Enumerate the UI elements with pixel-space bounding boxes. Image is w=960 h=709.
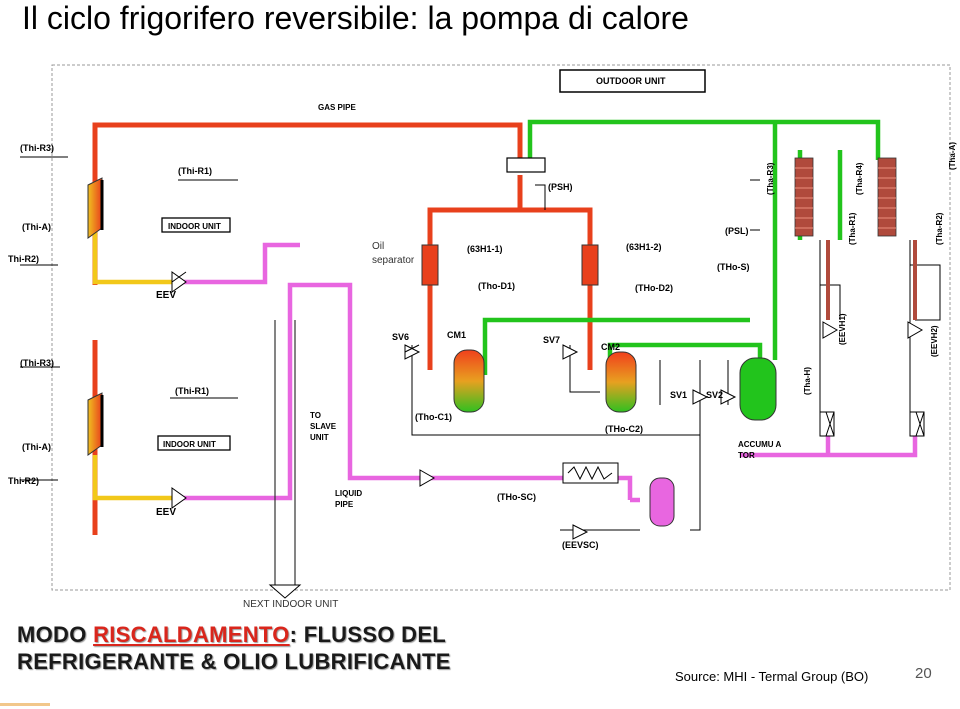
eev-valve-1-icon <box>171 271 187 293</box>
label-thi-r1-2: (Thi-R1) <box>175 386 209 396</box>
label-oil: Oil <box>372 241 384 252</box>
label-tho-c1: (Tho-C1) <box>415 412 452 422</box>
label-eevh2: (EEVH2) <box>930 325 939 357</box>
compressor-cm2 <box>605 351 637 413</box>
label-tho-sc: (THo-SC) <box>497 492 536 502</box>
liquid-lines <box>180 242 918 503</box>
label-sv6: SV6 <box>392 332 409 342</box>
label-thi-a-2: (Thi-A) <box>22 442 51 452</box>
left-sensor-labels <box>20 156 238 481</box>
slide-title: Il ciclo frigorifero reversibile: la pom… <box>22 0 689 36</box>
label-tho-c2: (THo-C2) <box>605 424 643 434</box>
label-gas-pipe: GAS PIPE <box>318 103 356 112</box>
label-cm1: CM1 <box>447 330 466 340</box>
label-thi-r3-1: (Thi-R3) <box>20 143 54 153</box>
label-sv1: SV1 <box>670 390 687 400</box>
outdoor-coil-pipes <box>826 240 917 320</box>
label-tho-d2: (THo-D2) <box>635 283 673 293</box>
hot-gas-lines <box>92 122 593 535</box>
label-tha-r4: (Tha-R4) <box>855 162 864 195</box>
label-sv2: SV2 <box>706 390 723 400</box>
label-eevh1: (EEVH1) <box>838 313 847 345</box>
label-cm2: CM2 <box>601 342 620 352</box>
label-tho-d1: (Tho-D1) <box>478 281 515 291</box>
subcooled-lines <box>92 230 178 501</box>
label-separator: separator <box>372 255 415 266</box>
outdoor-unit-outline <box>51 64 951 591</box>
caption-part2: : FLUSSO DEL <box>289 622 447 647</box>
caption-line-1: MODO RISCALDAMENTO: FLUSSO DEL <box>17 621 451 648</box>
label-psh: (PSH) <box>548 182 573 192</box>
label-to-slave-2: SLAVE <box>310 422 337 431</box>
label-next-indoor: NEXT INDOOR UNIT <box>243 599 338 610</box>
label-thi-r3-2: (Thi-R3) <box>20 358 54 368</box>
indoor-coil-2 <box>87 392 104 456</box>
oil-separator-2 <box>581 244 599 286</box>
four-way-valve <box>506 157 546 173</box>
label-tha-r2: (Tha-R2) <box>935 212 944 245</box>
caption-highlight: RISCALDAMENTO <box>93 622 290 647</box>
label-tha-a: (Tha-A) <box>948 142 957 170</box>
label-tha-r1: (Tha-R1) <box>848 212 857 245</box>
label-liquid-pipe-2: PIPE <box>335 500 354 509</box>
outdoor-unit-label: OUTDOOR UNIT <box>596 76 666 86</box>
outdoor-coil-1 <box>794 157 814 237</box>
accumulator <box>739 357 777 421</box>
page-number: 20 <box>915 665 932 682</box>
label-thi-a-1: (Thi-A) <box>22 222 51 232</box>
solenoid-valve-icons <box>404 321 924 540</box>
label-thi-r1-1: (Thi-R1) <box>178 166 212 176</box>
caption-part1: MODO <box>17 622 94 647</box>
label-accumulator-2: TOR <box>738 451 755 460</box>
check-valve-icons <box>819 411 925 437</box>
subcooling-hx <box>562 462 619 484</box>
caption-line-2: REFRIGERANTE & OLIO LUBRIFICANTE <box>17 649 451 674</box>
indoor-unit-label-1: INDOOR UNIT <box>168 222 221 231</box>
label-tha-r3: (Tha-R3) <box>766 162 775 195</box>
indoor-unit-box-2 <box>157 435 231 451</box>
label-eev-2: EEV <box>156 507 176 518</box>
subcooling-hx-zigzag <box>567 465 613 481</box>
label-tha-h: (Tha-H) <box>803 367 812 395</box>
source-credit: Source: MHI - Termal Group (BO) <box>675 669 869 684</box>
liquid-return-pipe <box>274 320 296 590</box>
outdoor-unit-box <box>559 69 706 93</box>
footer-accent-bar <box>0 703 50 706</box>
label-eevsc: (EEVSC) <box>562 540 599 550</box>
label-eev-1: EEV <box>156 290 176 301</box>
oil-separator-1 <box>421 244 439 286</box>
label-63h1-1: (63H1-1) <box>467 244 503 254</box>
label-accumulator-1: ACCUMU A <box>738 440 781 449</box>
liquid-receiver <box>649 477 675 527</box>
label-tho-s: (THo-S) <box>717 262 750 272</box>
label-to-slave-3: UNIT <box>310 433 329 442</box>
next-indoor-arrow <box>268 584 302 599</box>
indoor-unit-box-1 <box>161 217 231 233</box>
label-63h1-2: (63H1-2) <box>626 242 662 252</box>
indoor-coil-1 <box>87 177 104 239</box>
indoor-unit-label-2: INDOOR UNIT <box>163 440 216 449</box>
label-psl: (PSL) <box>725 226 749 236</box>
label-thi-r2-2: Thi-R2) <box>8 476 39 486</box>
label-sv7: SV7 <box>543 335 560 345</box>
compressor-cm1 <box>453 349 485 413</box>
label-thi-r2-1: Thi-R2) <box>8 254 39 264</box>
eev-valve-2-icon <box>171 487 187 509</box>
outdoor-coil-2 <box>877 157 897 237</box>
refrigerant-cycle-diagram: OUTDOOR UNIT <box>8 64 957 610</box>
label-liquid-pipe-1: LIQUID <box>335 489 362 498</box>
label-to-slave-1: TO <box>310 411 321 420</box>
caption: MODO RISCALDAMENTO: FLUSSO DEL REFRIGERA… <box>17 621 451 675</box>
